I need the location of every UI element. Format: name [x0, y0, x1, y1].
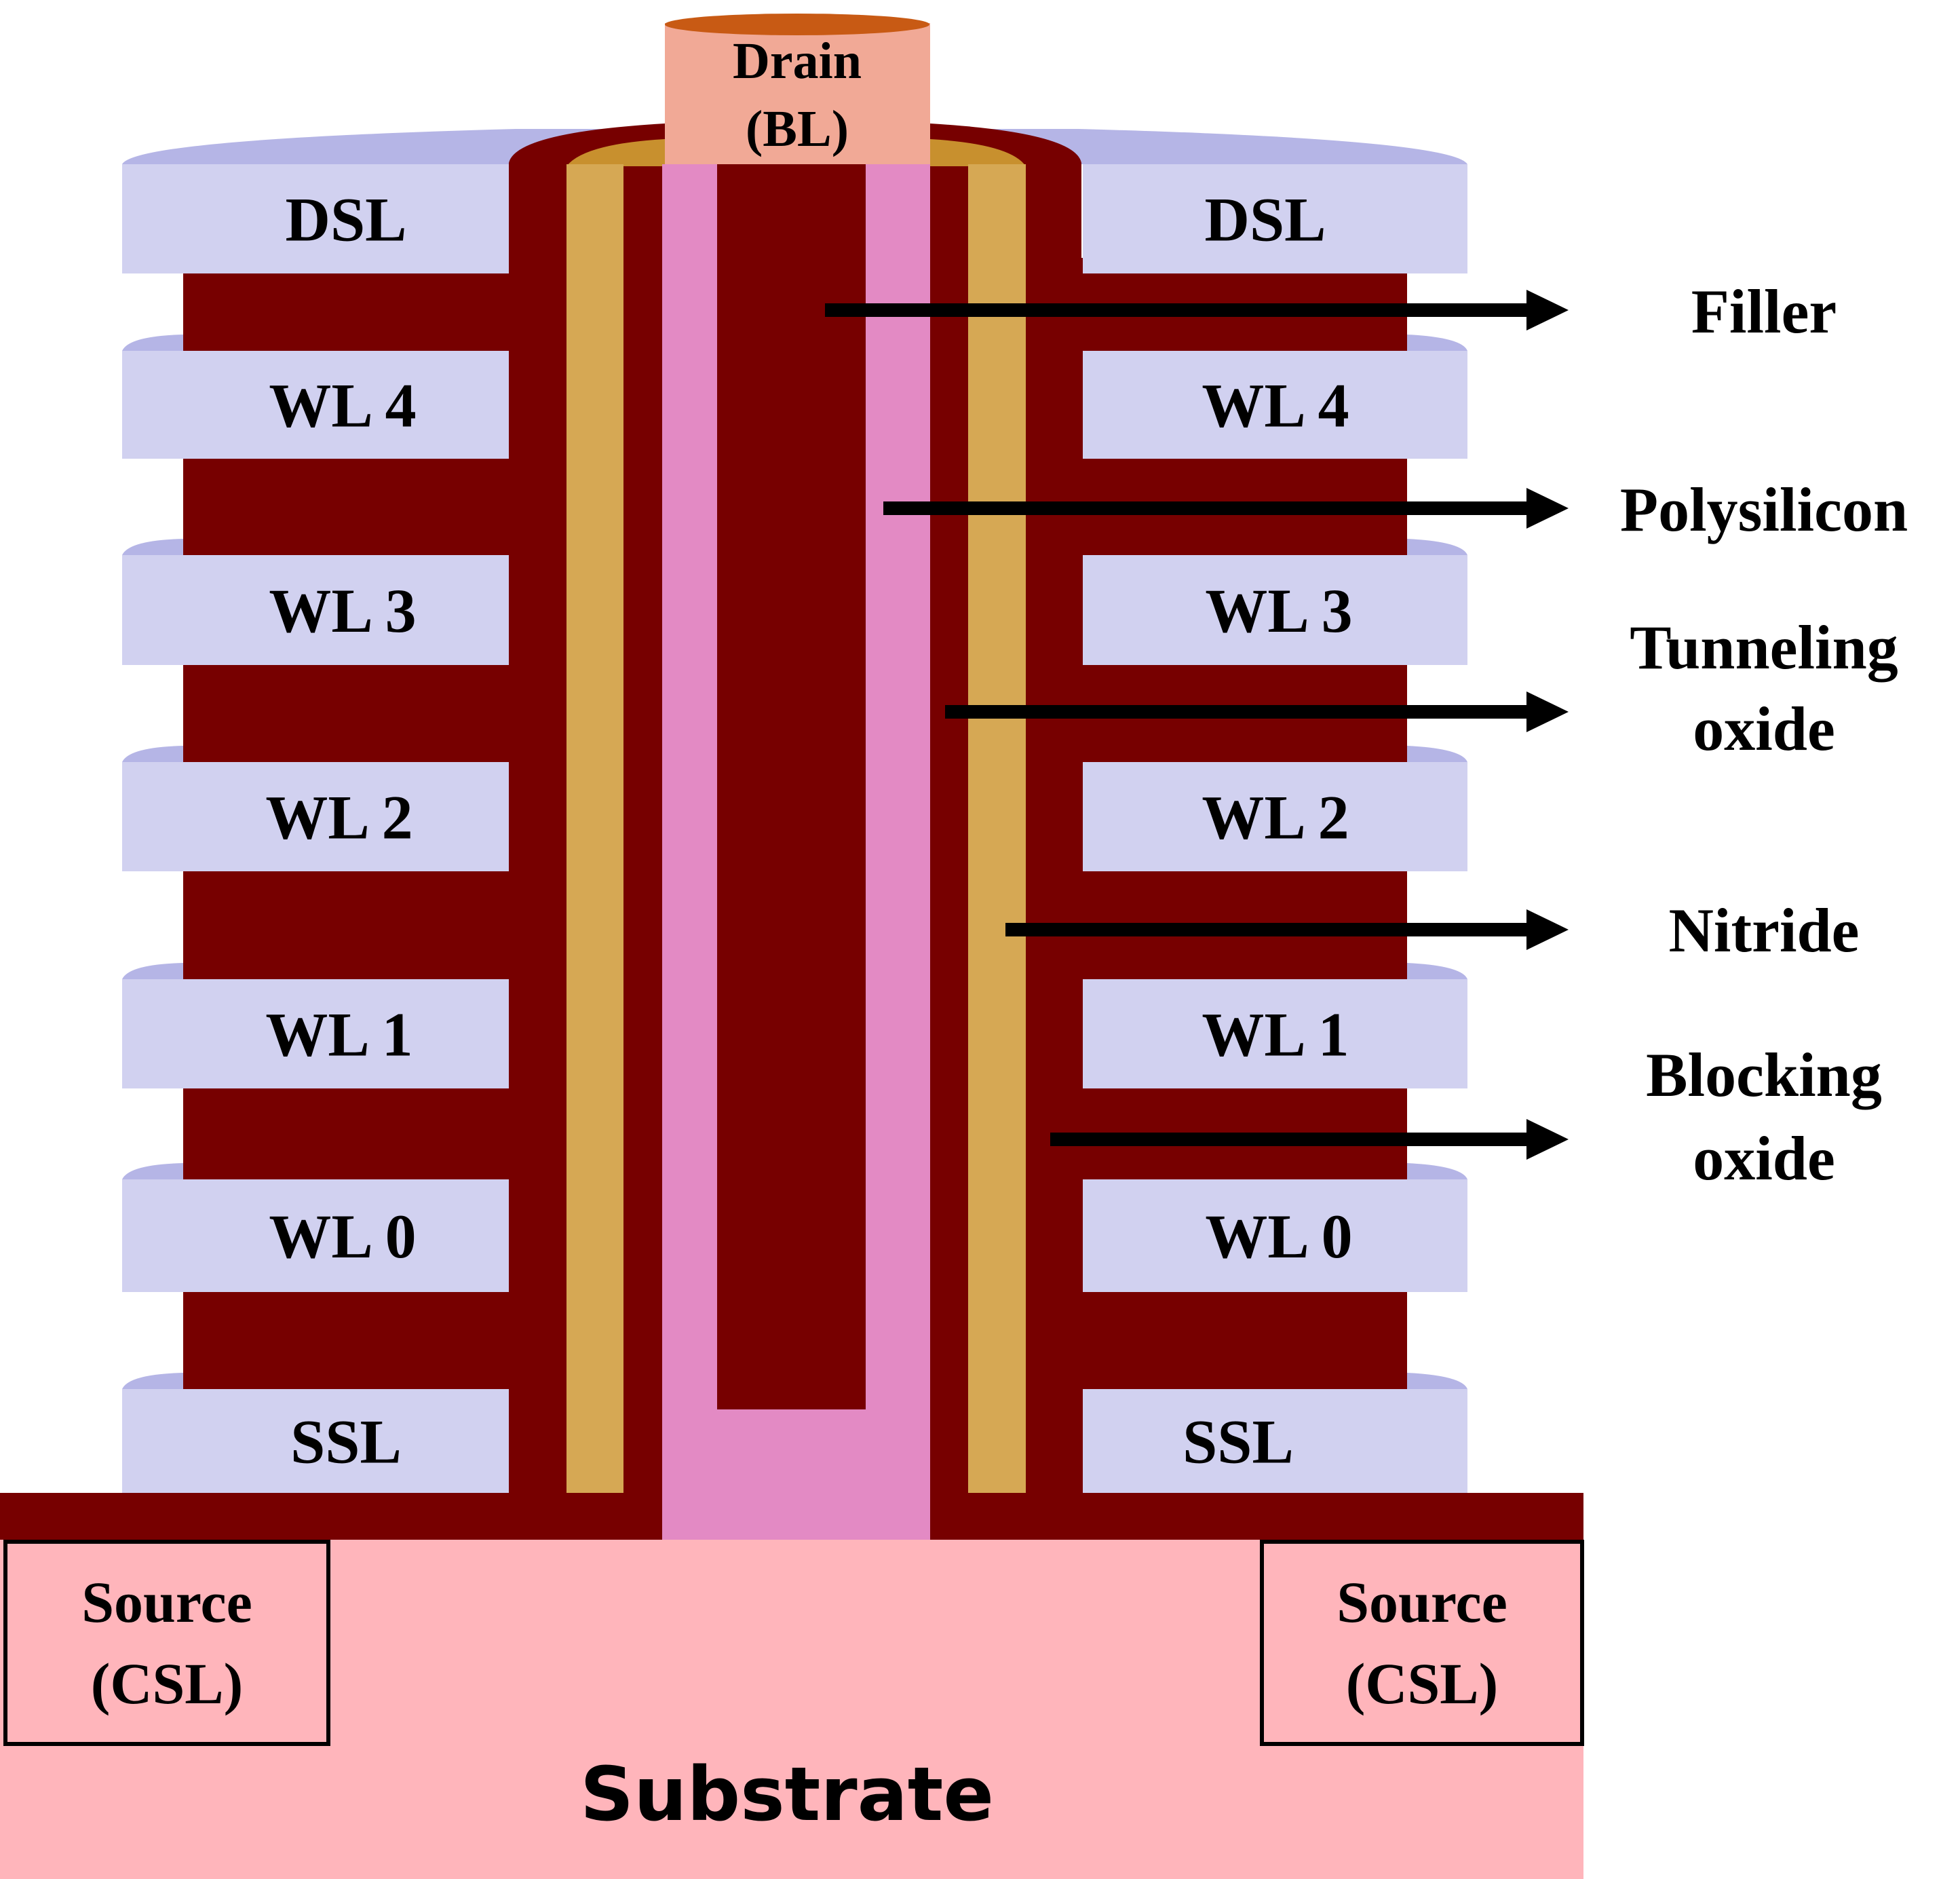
callouts: FillerPolysiliconTunnelingoxideNitrideBl… — [825, 277, 1908, 1193]
layer-top-face-right — [1407, 1163, 1467, 1179]
wl-block-left — [122, 351, 509, 459]
polysilicon-arrow-head — [1526, 488, 1569, 529]
dsl-label-right: DSL — [1205, 185, 1326, 254]
ssl-block-right — [1083, 1389, 1467, 1493]
tunneling-oxide-label-line1: Tunneling — [1630, 613, 1898, 682]
filler-arrow-line — [825, 303, 1530, 317]
nitride-left — [566, 164, 623, 1493]
drain-label-line2: (BL) — [746, 100, 849, 157]
layer-top-face-right — [1407, 539, 1467, 555]
blocking-oxide-arrow-head — [1526, 1119, 1569, 1160]
wl-label-left: WL 4 — [269, 371, 416, 440]
wl-block-right — [1083, 555, 1467, 665]
tunneling-oxide-label-line2: oxide — [1693, 694, 1835, 763]
wl-block-left — [122, 1179, 509, 1292]
wl-label-left: WL 1 — [265, 1000, 412, 1069]
wl-label-right: WL 1 — [1202, 1000, 1349, 1069]
nitride-label: Nitride — [1668, 896, 1859, 965]
filler-arrow-head — [1526, 290, 1569, 330]
source-right-label-line2: (CSL) — [1346, 1651, 1499, 1716]
wl-label-left: WL 2 — [265, 783, 412, 852]
wl-block-left — [122, 555, 509, 665]
drain-label-line1: Drain — [733, 33, 862, 90]
ssl-label-left: SSL — [290, 1407, 402, 1477]
filler-label: Filler — [1691, 277, 1837, 346]
drain-pillar — [665, 23, 930, 164]
layer-top-face-right — [1407, 963, 1467, 979]
nitride-arrow-line — [1005, 923, 1530, 936]
polysilicon-arrow-line — [883, 501, 1530, 515]
layer-top-face-left — [122, 335, 183, 351]
layer-top-face-left — [122, 746, 183, 762]
nitride-arrow-head — [1526, 909, 1569, 950]
wl-label-right: WL 4 — [1202, 371, 1349, 440]
wl-block-left — [122, 979, 509, 1088]
ssl-label-right: SSL — [1183, 1407, 1294, 1477]
tunneling-oxide-arrow-head — [1526, 691, 1569, 732]
wl-label-right: WL 0 — [1205, 1202, 1352, 1271]
drain-top-face — [665, 14, 929, 35]
wl-block-left — [122, 762, 509, 871]
wl-label-right: WL 2 — [1202, 783, 1349, 852]
nitride-right — [968, 164, 1026, 1493]
dsl-label-left: DSL — [286, 185, 407, 254]
layer-top-face-right — [1407, 335, 1467, 351]
blocking-oxide-label-line1: Blocking — [1646, 1040, 1882, 1109]
blocking-oxide-label-line2: oxide — [1693, 1124, 1835, 1193]
polysilicon-label: Polysilicon — [1620, 475, 1908, 544]
wl-block-right — [1083, 351, 1467, 459]
filler-core — [717, 164, 866, 1409]
wordline-blocks — [122, 164, 1467, 1493]
wl-label-right: WL 3 — [1205, 576, 1352, 645]
substrate-label: Substrate — [580, 1751, 994, 1838]
source-right-label-line1: Source — [1337, 1570, 1507, 1635]
source-right-box — [1260, 1540, 1584, 1746]
tunneling-oxide-arrow-line — [945, 705, 1530, 719]
wl-block-right — [1083, 979, 1467, 1088]
layer-labels: DSL DSL WL 4 WL 4 WL 3 WL 3 WL 2 WL 2 WL 1 WL 1 WL… — [265, 185, 1352, 1477]
dsl-block-right — [1083, 164, 1467, 273]
layer-top-face-left — [122, 1373, 183, 1389]
layer-top-face-right — [1407, 746, 1467, 762]
wl-label-left: WL 0 — [269, 1202, 416, 1271]
layer-top-face-left — [122, 539, 183, 555]
wl-block-right — [1083, 762, 1467, 871]
wl-label-left: WL 3 — [269, 576, 416, 645]
ssl-block-left — [122, 1389, 509, 1493]
layer-top-face-left — [122, 1163, 183, 1179]
dsl-block-left — [122, 164, 509, 273]
layer-top-face-right — [1407, 1373, 1467, 1389]
wl-block-right — [1083, 1179, 1467, 1292]
source-left-label-line2: (CSL) — [91, 1651, 244, 1716]
source-left-box — [3, 1540, 330, 1746]
source-left-label-line1: Source — [81, 1570, 252, 1635]
blocking-oxide-arrow-line — [1050, 1133, 1530, 1146]
layer-top-face-left — [122, 963, 183, 979]
